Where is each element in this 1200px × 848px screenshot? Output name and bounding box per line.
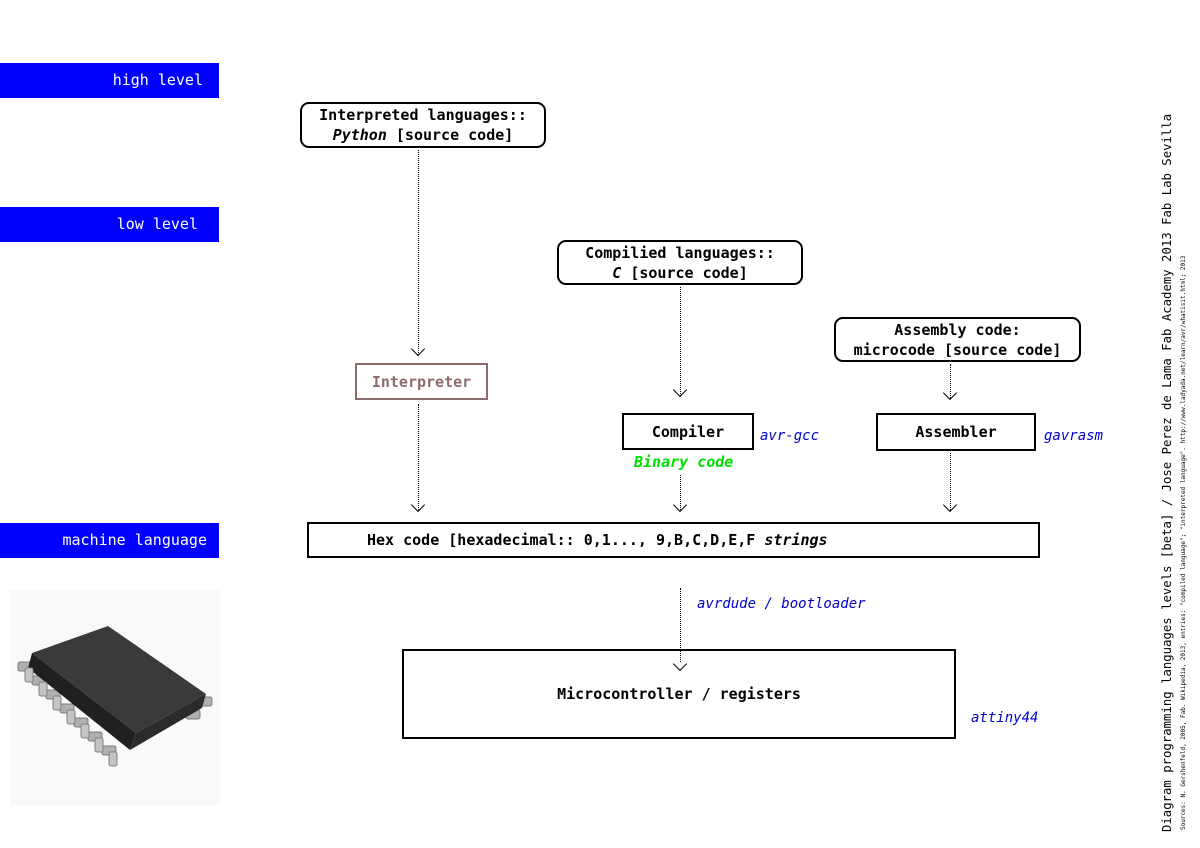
microchip-image [10,590,220,805]
hex-code-main: Hex code [hexadecimal:: 0,1..., 9,B,C,D,… [367,531,765,549]
gavrasm-label: gavrasm [1044,428,1104,444]
high-level-band: high level [0,63,219,98]
low-level-label: low level [116,215,198,233]
low-level-band: low level [0,207,219,242]
assembler-label: Assembler [915,423,997,441]
assembler-node: Assembler [876,413,1036,451]
connector-compiled-compiler [680,287,681,396]
machine-language-label: machine language [62,531,208,549]
compiler-label: Compiler [651,422,725,441]
hex-code-strings: strings [764,531,828,549]
diagram-title: Diagram programming languages levels [be… [1160,113,1174,832]
hex-code-node: Hex code [hexadecimal:: 0,1..., 9,B,C,D,… [307,522,1040,558]
high-level-label: high level [112,71,203,89]
compiled-line1: Compilied languages:: [585,243,775,262]
arrow-to-interpreter [410,341,426,357]
connector-assembly-assembler [950,364,951,398]
python-label: Python [332,126,387,144]
binary-code-label: Binary code [634,453,734,471]
avr-gcc-label: avr-gcc [760,428,820,444]
interpreted-languages-node: Interpreted languages:: Python [source c… [300,102,546,148]
microcontroller-label: Microcontroller / registers [557,685,801,703]
connector-interpreted-interpreter [418,150,419,355]
compiled-source-label: [source code] [621,263,748,282]
arrow-to-compiler [672,382,688,398]
connector-assembler-hex [950,453,951,510]
connector-compiler-hex [680,475,681,510]
compiled-line2: C [source code] [612,263,747,283]
assembly-code-node: Assembly code: microcode [source code] [834,317,1081,362]
compiler-node: Compiler [622,413,754,450]
avrdude-label: avrdude / bootloader [697,596,866,612]
hex-code-text: Hex code [hexadecimal:: 0,1..., 9,B,C,D,… [367,531,828,549]
arrow-interpreter-hex [410,497,426,513]
assembly-line1: Assembly code: [894,320,1021,339]
interpreted-source-label: [source code] [386,126,514,144]
connector-interpreter-hex [418,404,419,510]
sources-note: Sources: N. Gershenfeld, 2005, Fab. Wiki… [1180,255,1187,830]
arrow-compiler-hex [672,497,688,513]
c-label: C [612,263,622,282]
compiled-languages-node: Compilied languages:: C [source code] [557,240,803,285]
connector-hex-mcu [680,588,681,662]
arrow-assembler-hex [942,497,958,513]
interpreter-node: Interpreter [355,363,488,400]
microcontroller-node: Microcontroller / registers [402,649,956,739]
interpreter-label: Interpreter [371,372,472,391]
machine-language-band: machine language [0,523,219,558]
arrow-to-assembler [942,385,958,401]
attiny44-label: attiny44 [971,710,1039,726]
assembly-line2: microcode [source code] [853,340,1062,359]
interpreted-line2: Python [source code] [333,125,514,145]
interpreted-line1: Interpreted languages:: [319,106,527,124]
